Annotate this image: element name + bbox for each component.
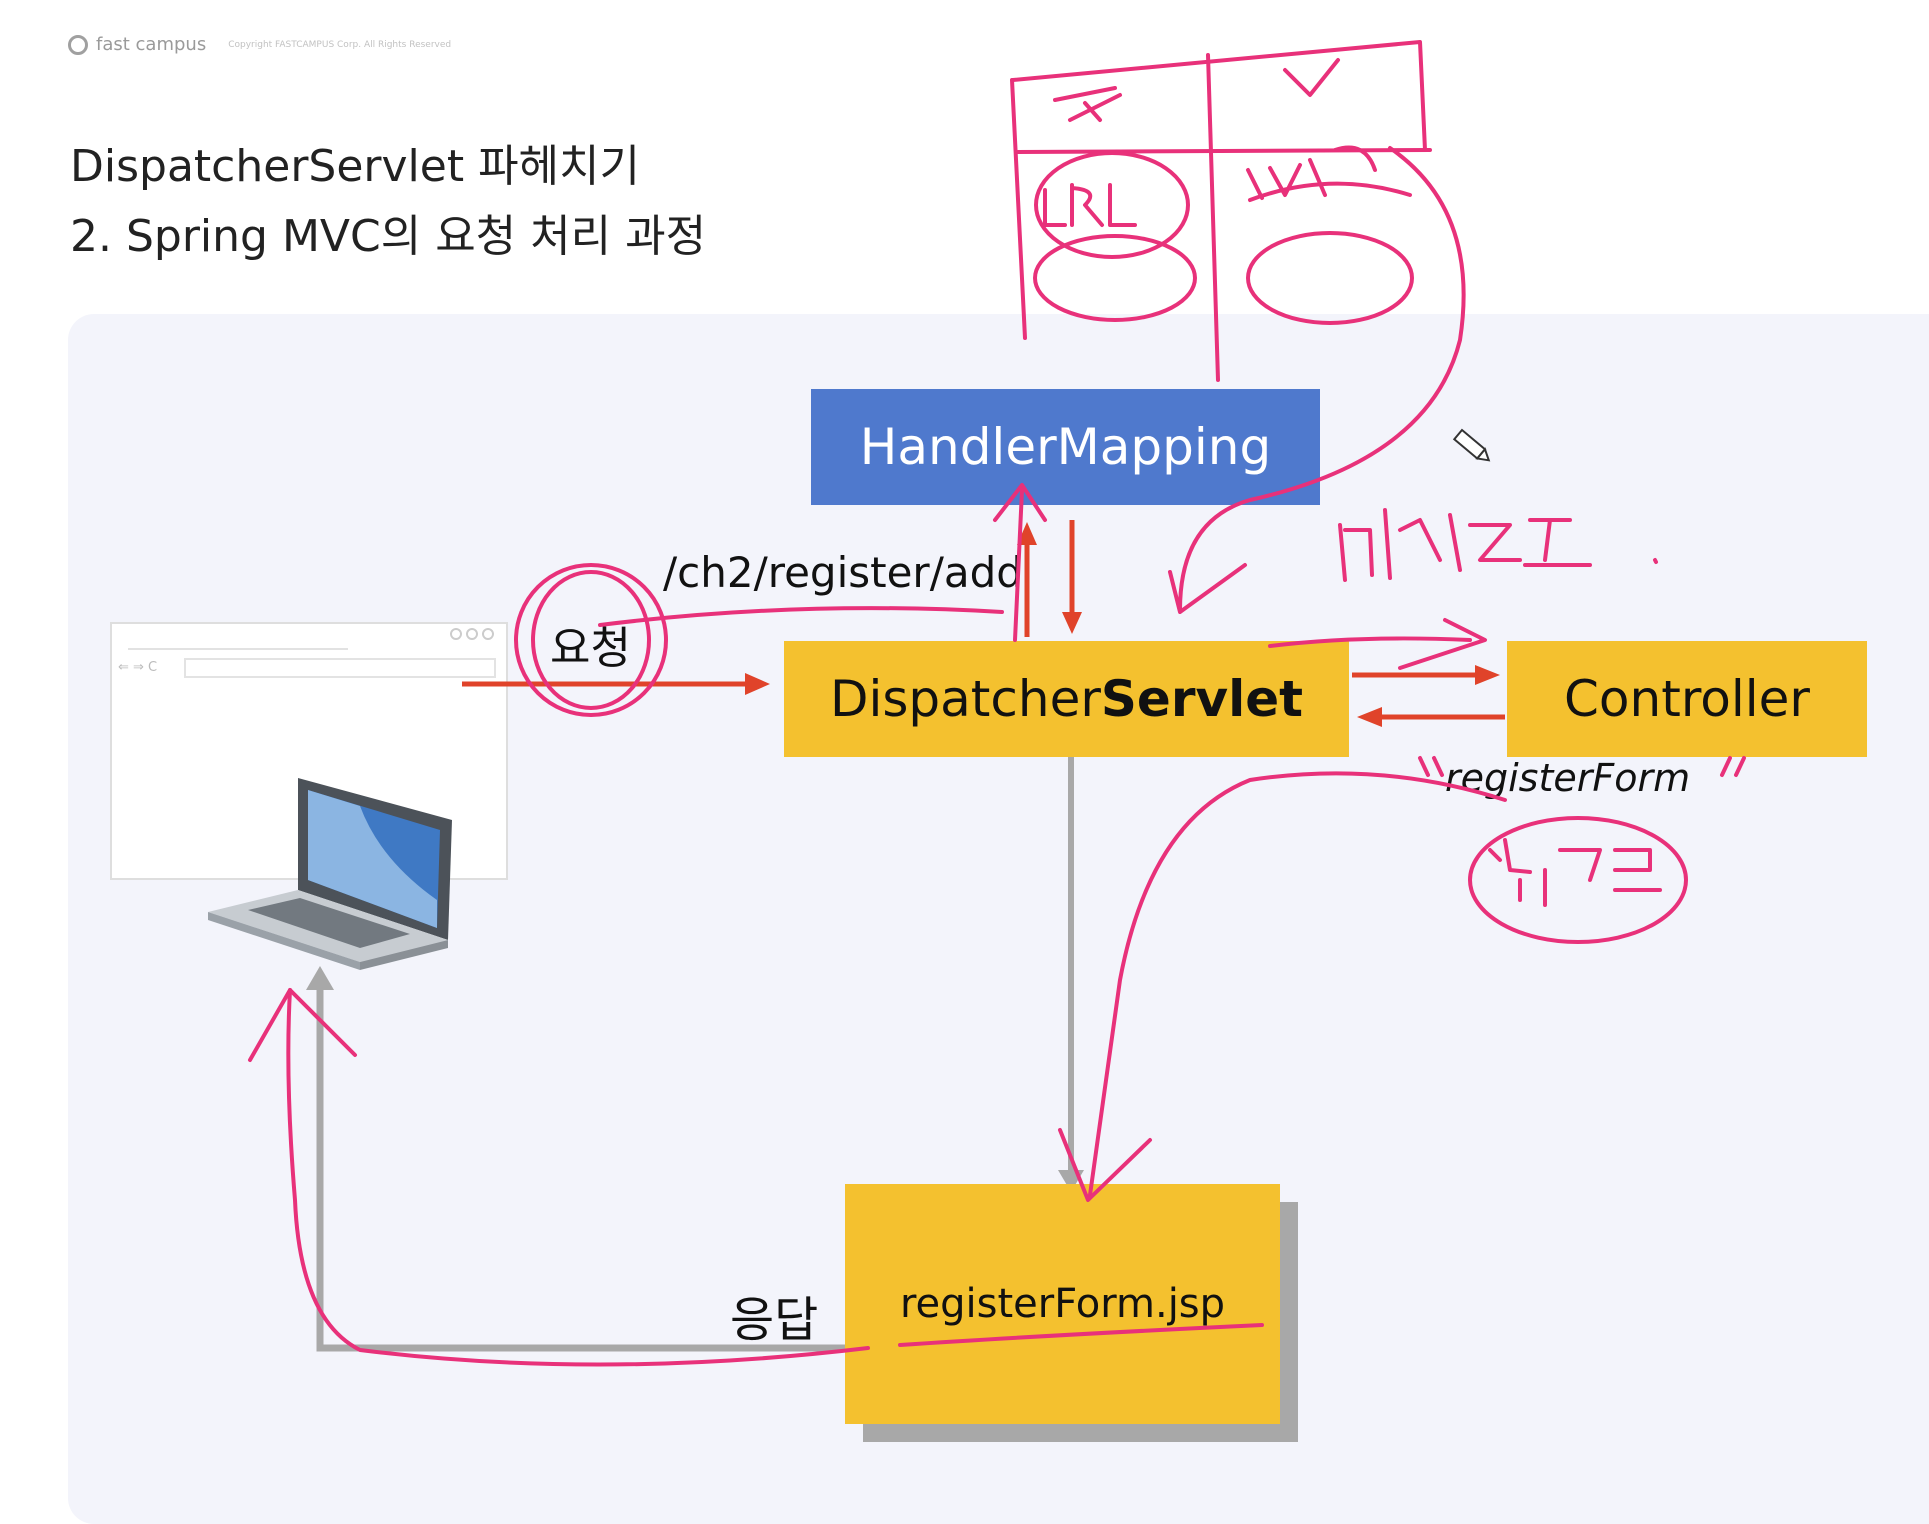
request-label: 요청 [550, 623, 631, 674]
dispatcher-label-prefix: Dispatcher [829, 670, 1101, 728]
browser-controls-icon [450, 628, 494, 640]
hand-circle-request-inner [531, 570, 651, 710]
red-arrowhead-return [1357, 707, 1382, 727]
hand-arrowhead-view [1058, 1128, 1152, 1202]
brand-name: fast campus [96, 34, 207, 55]
hand-text-view-name [1488, 838, 1662, 907]
hand-circle-request [514, 563, 668, 717]
request-url-label: /ch2/register/add [663, 548, 1023, 597]
fastcampus-logo: fast campus Copyright FASTCAMPUS Corp. A… [68, 34, 451, 55]
red-arrowhead-request [745, 673, 770, 695]
hand-underline-jsp [898, 1323, 1264, 1347]
browser-address-bar [184, 658, 496, 678]
view-jsp-label: registerForm.jsp [899, 1281, 1226, 1327]
hand-quote-marks [1418, 756, 1746, 777]
laptop-icon [208, 778, 452, 970]
gray-arrowhead-response [306, 966, 334, 990]
hand-arrow-up-handler [993, 483, 1047, 642]
hand-arrowhead-dispatcher [1168, 563, 1247, 614]
red-arrowhead-down [1062, 612, 1082, 634]
handler-mapping-label: HandlerMapping [859, 418, 1272, 476]
controller-label: Controller [1564, 670, 1810, 728]
hand-arrowhead-response [248, 988, 357, 1062]
view-jsp-box: registerForm.jsp [845, 1184, 1280, 1424]
red-arrowhead-controller [1475, 665, 1500, 685]
hand-drawn-kv-table [1010, 40, 1432, 382]
response-label: 응답 [730, 1292, 819, 1348]
hand-circle-view-name [1468, 816, 1688, 944]
hand-arrow-response [286, 988, 870, 1367]
hand-underline-url [598, 606, 1004, 627]
handler-mapping-box: HandlerMapping [811, 389, 1320, 505]
browser-tab-icon [128, 626, 348, 650]
hand-arrow-to-controller [1268, 636, 1472, 648]
slide-subtitle: 2. Spring MVC의 요청 처리 과정 [70, 211, 707, 262]
controller-box: Controller [1507, 641, 1867, 757]
dispatcher-label-bold: Servlet [1100, 670, 1304, 728]
slide-title: DispatcherServlet 파헤치기 [70, 141, 640, 192]
gray-arrow-response [316, 985, 845, 1352]
hand-arrow-to-dispatcher [1178, 146, 1466, 612]
copyright-text: Copyright FASTCAMPUS Corp. All Rights Re… [228, 39, 452, 50]
hand-arrowhead-controller [1398, 618, 1487, 670]
hand-text-method-call [1338, 508, 1658, 582]
browser-nav-icon: ⇐ ⇒ C [118, 660, 158, 675]
fastcampus-logo-icon [68, 34, 88, 55]
red-arrowhead-up [1017, 522, 1037, 545]
hand-arrow-to-view [1088, 771, 1507, 1197]
